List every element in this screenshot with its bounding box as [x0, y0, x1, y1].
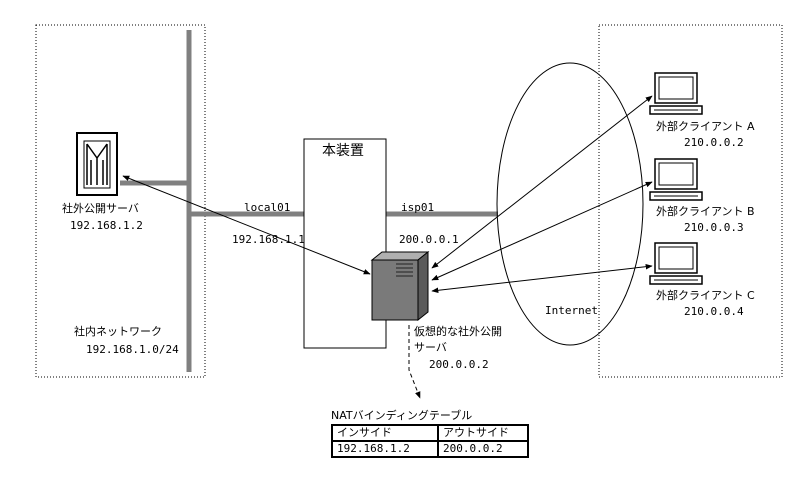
client-a-icon: [649, 72, 703, 115]
arrow-virtual-to-nat: [408, 325, 421, 399]
arrow-virtual-client-a: [431, 95, 653, 269]
virtual-server-icon: [370, 250, 430, 322]
client-b-icon: [649, 158, 703, 201]
table-row: 192.168.1.2 200.0.0.2: [331, 440, 529, 458]
internet-cloud: [496, 62, 644, 346]
internal-network-cidr: 192.168.1.0/24: [86, 343, 179, 356]
nat-header-inside: インサイド: [331, 424, 439, 442]
virtual-server-label-1: 仮想的な社外公開: [414, 325, 502, 338]
nat-table-title: NATバインディングテーブル: [331, 409, 473, 422]
isp-port-ip: 200.0.0.1: [399, 233, 459, 246]
device-title: 本装置: [322, 143, 364, 159]
client-c-ip: 210.0.0.4: [684, 305, 744, 318]
internal-server-name: 社外公開サーバ: [62, 202, 139, 215]
arrow-virtual-client-c: [431, 263, 653, 294]
internal-network-name: 社内ネットワーク: [74, 325, 162, 338]
client-b-name: 外部クライアント B: [656, 205, 755, 218]
nat-table-header-row: インサイド アウトサイド: [331, 424, 529, 442]
virtual-server-label-2: サーバ: [414, 341, 447, 354]
arrow-virtual-client-b: [431, 181, 653, 281]
arrow-server-virtual: [122, 175, 371, 275]
client-c-name: 外部クライアント C: [656, 289, 755, 302]
nat-outside-ip: 200.0.0.2: [437, 440, 529, 458]
client-a-name: 外部クライアント A: [656, 120, 755, 133]
local-port-name: local01: [244, 201, 291, 214]
nat-header-outside: アウトサイド: [437, 424, 529, 442]
isp-port-name: isp01: [401, 201, 435, 214]
internal-server-ip: 192.168.1.2: [70, 219, 143, 232]
client-a-ip: 210.0.0.2: [684, 136, 744, 149]
nat-inside-ip: 192.168.1.2: [331, 440, 439, 458]
nat-binding-table: インサイド アウトサイド 192.168.1.2 200.0.0.2: [331, 424, 529, 458]
internet-label: Internet: [545, 304, 598, 317]
virtual-server-ip: 200.0.0.2: [429, 358, 489, 371]
local-port-ip: 192.168.1.1: [232, 233, 305, 246]
client-c-icon: [649, 242, 703, 285]
internal-server-icon: [76, 132, 118, 196]
client-b-ip: 210.0.0.3: [684, 221, 744, 234]
